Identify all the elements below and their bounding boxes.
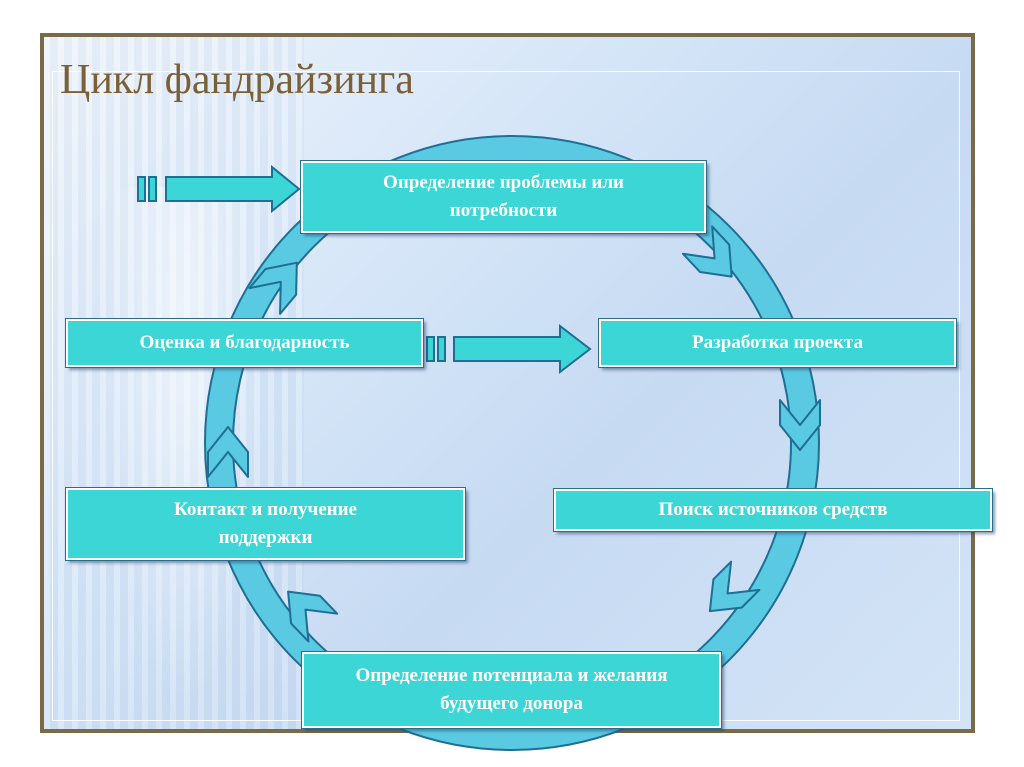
- node-donor: Определение потенциала и желания будущег…: [302, 652, 721, 728]
- node-project: Разработка проекта: [599, 319, 956, 367]
- chevron-icon: [287, 590, 339, 643]
- node-evaluation: Оценка и благодарность: [66, 319, 423, 367]
- chevron-icon: [207, 426, 249, 478]
- node-sources: Поиск источников средств: [554, 489, 992, 531]
- slide-title: Цикл фандрайзинга: [60, 57, 414, 103]
- node-problem: Определение проблемы или потребности: [301, 161, 706, 233]
- chevron-icon: [779, 399, 821, 451]
- loop-arrow-icon: [426, 323, 592, 375]
- node-contact: Контакт и получение поддержки: [66, 488, 465, 560]
- chevron-icon: [708, 560, 761, 613]
- entry-arrow-icon: [137, 164, 301, 214]
- chevron-icon: [248, 261, 298, 315]
- chevron-icon: [681, 225, 733, 278]
